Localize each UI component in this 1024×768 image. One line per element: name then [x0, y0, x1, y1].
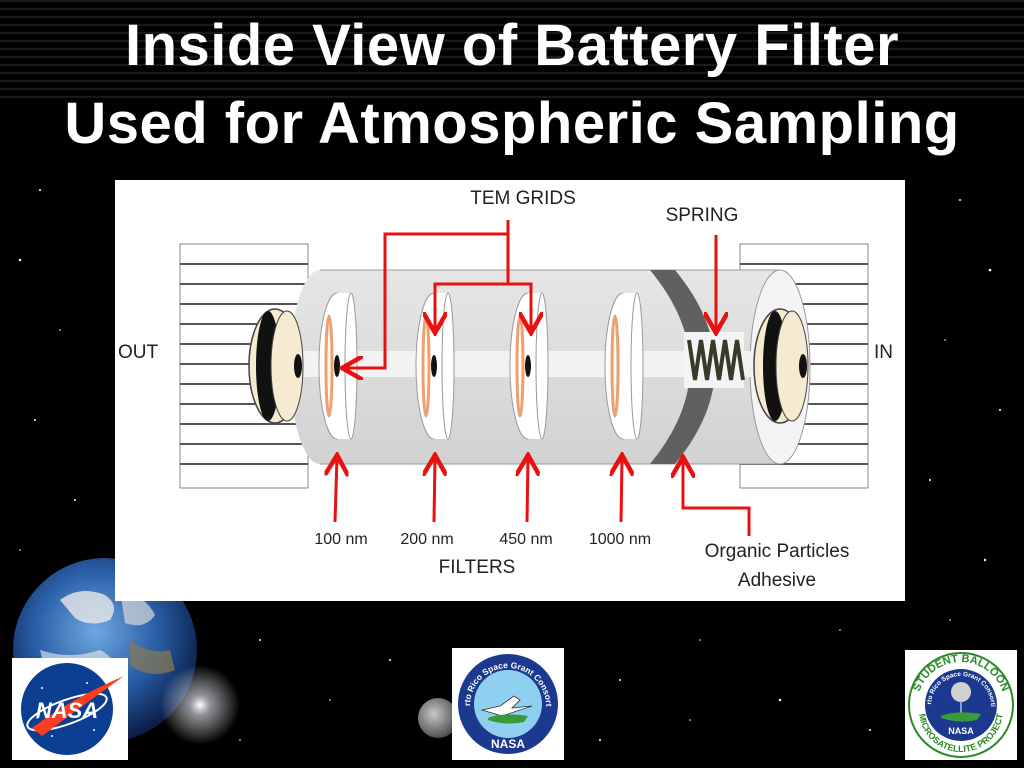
- filter-arrow-1000: [621, 458, 622, 523]
- sun-flare: [160, 665, 240, 745]
- tem-grid-arrow-1: [345, 220, 510, 368]
- tem-grid-arrow-2: [435, 234, 510, 330]
- filter-arrow-100: [335, 458, 337, 523]
- title-line-2: Used for Atmospheric Sampling: [64, 91, 960, 156]
- spring-label: SPRING: [666, 205, 739, 226]
- nasa-logo: NASA: [12, 658, 128, 760]
- in-label: IN: [874, 342, 893, 363]
- filters-label: FILTERS: [439, 557, 516, 578]
- filter-arrow-200: [434, 458, 435, 523]
- filter-size-label-100: 100 nm: [314, 531, 367, 548]
- in-end-disc: [753, 308, 809, 424]
- title-line-1: Inside View of Battery Filter: [124, 13, 900, 78]
- filter-size-label-1000: 1000 nm: [589, 531, 651, 548]
- filter-disc-1000nm: [604, 292, 644, 440]
- annotation-arrows: [335, 220, 751, 536]
- filter-size-label-200: 200 nm: [400, 531, 453, 548]
- balloon-nasa-text: NASA: [948, 726, 974, 736]
- moon-image: [418, 698, 458, 738]
- out-end-disc: [248, 308, 304, 424]
- prsgc-nasa-text: NASA: [491, 737, 525, 751]
- filter-disc-450nm: [509, 292, 549, 440]
- filter-diagram-panel: TEM GRIDS SPRING OUT IN 100 nm 200 nm 45…: [115, 180, 905, 601]
- out-label: OUT: [118, 342, 159, 363]
- organic-adhesive-layer: [650, 270, 715, 464]
- title-banner-stripes: [0, 0, 1024, 100]
- adhesive-arrow: [683, 460, 751, 536]
- student-balloon-logo: STUDENT BALLOON Puerto Rico Space Grant …: [902, 645, 1017, 760]
- tem-grid-arrow-3: [508, 282, 531, 330]
- filter-size-label-450: 450 nm: [499, 531, 552, 548]
- prsgc-logo: Puerto Rico Space Grant Consortium NASA: [448, 640, 564, 760]
- nasa-logo-text: NASA: [36, 698, 98, 723]
- tem-grids-label: TEM GRIDS: [470, 188, 576, 209]
- spring: [684, 332, 745, 388]
- filter-arrow-450: [527, 458, 528, 523]
- battery-filter-diagram: TEM GRIDS SPRING OUT IN 100 nm 200 nm 45…: [118, 188, 893, 591]
- stars: [18, 189, 1001, 741]
- adhesive-label: Adhesive: [738, 570, 816, 591]
- organic-particles-label: Organic Particles: [705, 541, 850, 562]
- filter-disc-100nm: [318, 292, 358, 440]
